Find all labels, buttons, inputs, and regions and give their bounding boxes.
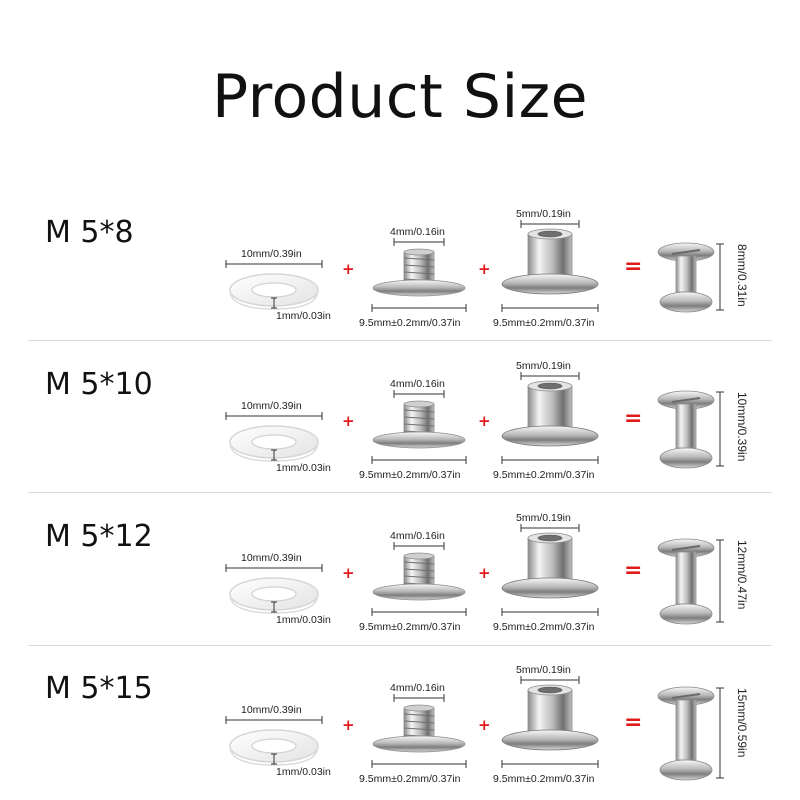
- plus-operator: +: [342, 716, 355, 734]
- equals-operator: =: [624, 254, 643, 279]
- size-row: M 5*15 10mm/0.39in 1mm/0.03in: [0, 644, 800, 796]
- page-title: Product Size: [211, 62, 589, 132]
- post-illustration: [501, 524, 599, 616]
- post-thread-label: 5mm/0.19in: [516, 360, 571, 372]
- post-thread-label: 5mm/0.19in: [516, 512, 571, 524]
- screw-head-label: 9.5mm±0.2mm/0.37in: [359, 317, 461, 329]
- washer-thickness-label: 1mm/0.03in: [276, 766, 331, 778]
- assembled-length-label: 10mm/0.39in: [735, 392, 749, 462]
- plus-operator: +: [342, 564, 355, 582]
- post-thread-label: 5mm/0.19in: [516, 664, 571, 676]
- assembled-length-label: 8mm/0.31in: [735, 244, 749, 307]
- assembled-screw-illustration: [657, 686, 724, 781]
- assembled-screw-illustration: [657, 538, 724, 625]
- equals-operator: =: [624, 406, 643, 431]
- size-label: M 5*12: [45, 519, 153, 554]
- equals-operator: =: [624, 710, 643, 735]
- washer-illustration: [225, 564, 323, 614]
- row-divider: [28, 645, 772, 646]
- assembled-length-label: 12mm/0.47in: [735, 540, 749, 610]
- screw-illustration: [371, 542, 467, 616]
- post-thread-label: 5mm/0.19in: [516, 208, 571, 220]
- screw-illustration: [371, 390, 467, 464]
- size-label: M 5*10: [45, 367, 153, 402]
- post-illustration: [501, 220, 599, 312]
- screw-illustration: [371, 238, 467, 312]
- post-head-label: 9.5mm±0.2mm/0.37in: [493, 773, 595, 785]
- post-head-label: 9.5mm±0.2mm/0.37in: [493, 621, 595, 633]
- plus-operator: +: [478, 716, 491, 734]
- screw-thread-label: 4mm/0.16in: [390, 226, 445, 238]
- washer-illustration: [225, 412, 323, 462]
- size-row: M 5*10 10mm/0.39in 1mm/0.03in: [0, 340, 800, 492]
- screw-thread-label: 4mm/0.16in: [390, 530, 445, 542]
- assembled-length-label: 15mm/0.59in: [735, 688, 749, 758]
- screw-head-label: 9.5mm±0.2mm/0.37in: [359, 469, 461, 481]
- equals-operator: =: [624, 558, 643, 583]
- post-head-label: 9.5mm±0.2mm/0.37in: [493, 317, 595, 329]
- screw-head-label: 9.5mm±0.2mm/0.37in: [359, 773, 461, 785]
- washer-width-label: 10mm/0.39in: [241, 400, 302, 412]
- washer-width-label: 10mm/0.39in: [241, 704, 302, 716]
- assembled-screw-illustration: [657, 390, 724, 469]
- screw-thread-label: 4mm/0.16in: [390, 682, 445, 694]
- plus-operator: +: [342, 260, 355, 278]
- washer-illustration: [225, 716, 323, 766]
- size-label: M 5*8: [45, 215, 134, 250]
- screw-head-label: 9.5mm±0.2mm/0.37in: [359, 621, 461, 633]
- size-label: M 5*15: [45, 671, 153, 706]
- washer-thickness-label: 1mm/0.03in: [276, 462, 331, 474]
- post-head-label: 9.5mm±0.2mm/0.37in: [493, 469, 595, 481]
- washer-thickness-label: 1mm/0.03in: [276, 614, 331, 626]
- screw-thread-label: 4mm/0.16in: [390, 378, 445, 390]
- washer-width-label: 10mm/0.39in: [241, 248, 302, 260]
- row-divider: [28, 340, 772, 341]
- plus-operator: +: [478, 260, 491, 278]
- row-divider: [28, 492, 772, 493]
- size-row: M 5*8 10mm/0.39in 1mm/0.03in: [0, 188, 800, 340]
- post-illustration: [501, 372, 599, 464]
- washer-thickness-label: 1mm/0.03in: [276, 310, 331, 322]
- plus-operator: +: [478, 564, 491, 582]
- plus-operator: +: [478, 412, 491, 430]
- assembled-screw-illustration: [657, 242, 724, 313]
- washer-width-label: 10mm/0.39in: [241, 552, 302, 564]
- washer-illustration: [225, 260, 323, 310]
- post-illustration: [501, 676, 599, 768]
- screw-illustration: [371, 694, 467, 768]
- size-row: M 5*12 10mm/0.39in 1mm/0.03in: [0, 492, 800, 644]
- plus-operator: +: [342, 412, 355, 430]
